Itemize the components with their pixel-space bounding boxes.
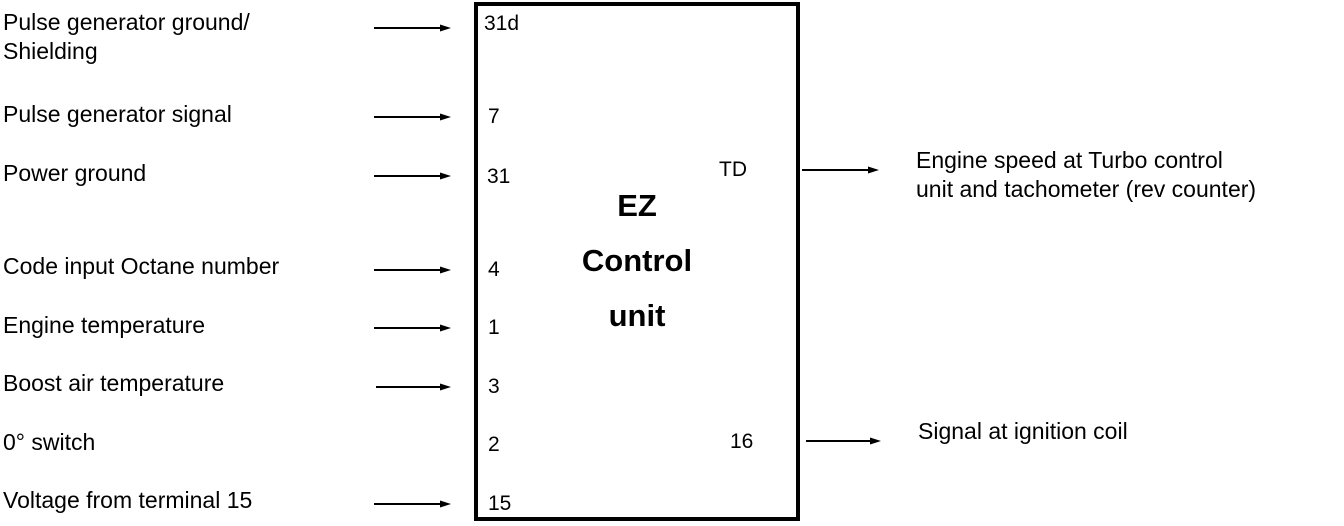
pin-7: 7 — [488, 105, 500, 128]
input-label-engine-temperature: Engine temperature — [3, 312, 206, 338]
control-unit-title-line: unit — [608, 298, 666, 333]
input-arrow-3 — [374, 172, 451, 180]
output-label-line: unit and tachometer (rev counter) — [916, 176, 1257, 202]
pin-td: TD — [719, 158, 747, 181]
output-arrow-td — [802, 166, 879, 174]
input-label-zero-degree-switch: 0° switch — [3, 429, 96, 455]
control-unit-title-line: EZ — [617, 188, 657, 223]
input-arrow-4 — [374, 266, 451, 274]
input-arrow-8 — [374, 500, 451, 508]
input-label-line: Pulse generator ground/ — [3, 9, 250, 35]
input-arrow-6 — [376, 383, 451, 391]
pin-4: 4 — [488, 258, 500, 281]
pin-1: 1 — [488, 316, 500, 339]
input-label-power-ground: Power ground — [3, 160, 147, 186]
output-label-ignition-coil: Signal at ignition coil — [918, 418, 1128, 444]
pin-2: 2 — [488, 433, 500, 456]
pin-31d: 31d — [484, 12, 520, 35]
input-label-voltage-terminal-15: Voltage from terminal 15 — [3, 487, 253, 513]
input-label-pulse-generator-signal: Pulse generator signal — [3, 101, 232, 127]
pin-15: 15 — [488, 492, 512, 515]
input-label-boost-air-temperature: Boost air temperature — [3, 370, 225, 396]
pin-3: 3 — [488, 375, 500, 398]
output-label-engine-speed: Engine speed at Turbo control unit and t… — [916, 146, 1256, 204]
input-arrow-5 — [374, 324, 451, 332]
input-arrow-2 — [374, 113, 451, 121]
pin-16: 16 — [730, 430, 754, 453]
control-unit-box — [474, 2, 800, 521]
input-label-pulse-generator-ground: Pulse generator ground/ Shielding — [3, 8, 250, 66]
control-unit-title: EZ Control unit — [474, 178, 800, 343]
input-arrow-1 — [374, 24, 451, 32]
input-label-code-input-octane: Code input Octane number — [3, 253, 280, 279]
pin-31: 31 — [487, 165, 511, 188]
control-unit-title-line: Control — [581, 243, 693, 278]
output-arrow-16 — [806, 437, 881, 445]
output-label-line: Engine speed at Turbo control — [916, 147, 1223, 173]
input-label-line: Shielding — [3, 38, 98, 64]
